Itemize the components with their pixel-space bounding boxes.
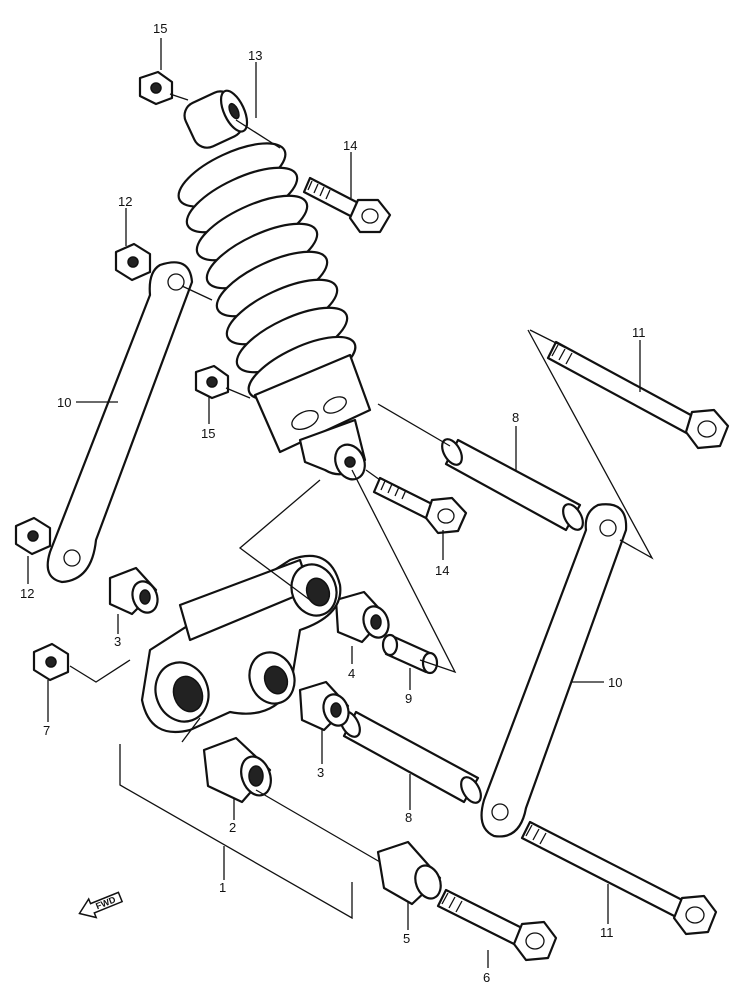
bearing-2 [202,736,272,804]
tie-rod-10-right [480,503,628,838]
callout-15-upper: 15 [153,21,167,36]
callout-1: 1 [219,880,226,895]
bearing-3-right [298,680,350,732]
callout-8-lower: 8 [405,810,412,825]
callout-12-upper: 12 [118,194,132,209]
callout-10-right: 10 [608,675,622,690]
nut-7 [32,642,70,682]
bolt-6 [436,888,558,962]
callout-11-lower: 11 [600,925,614,940]
nut-15-lower [194,364,230,400]
bearing-3-left [108,566,159,616]
front-direction-arrow: FWD [78,891,124,919]
nut-15-upper [138,70,174,106]
callout-13: 13 [248,48,262,63]
callout-8-upper: 8 [512,410,519,425]
leader-lines [27,38,641,968]
callout-14-upper: 14 [343,138,357,153]
callout-4: 4 [348,666,355,681]
spacer-9 [381,633,439,675]
bearing-4 [334,590,390,644]
rear-shock-absorber [177,89,372,481]
callout-2: 2 [229,820,236,835]
spacer-8-upper [441,438,584,532]
callout-7: 7 [43,723,50,738]
callout-6: 6 [483,970,490,985]
callout-11-upper: 11 [632,325,646,340]
callout-3-right: 3 [317,765,324,780]
cushion-lever-1 [140,554,342,734]
callout-14-lower: 14 [435,563,449,578]
tie-rod-10-left [46,261,194,584]
spacer-5 [376,840,442,906]
callout-5: 5 [403,931,410,946]
spacer-8-lower [339,710,482,804]
callout-15-lower: 15 [201,426,215,441]
bolt-14-lower [372,476,468,535]
nut-12-lower [14,516,52,556]
callout-10-left: 10 [57,395,71,410]
callout-12-lower: 12 [20,586,34,601]
assembly-lines [69,93,654,920]
nut-12-upper [114,242,152,282]
bolt-11-upper [546,340,730,450]
callout-numbers: 15 13 14 12 11 10 8 15 14 12 3 4 10 9 7 … [20,21,646,985]
bolt-11-lower [520,820,718,936]
callout-3-left: 3 [114,634,121,649]
callout-9: 9 [405,691,412,706]
bolt-14-upper [302,176,392,234]
